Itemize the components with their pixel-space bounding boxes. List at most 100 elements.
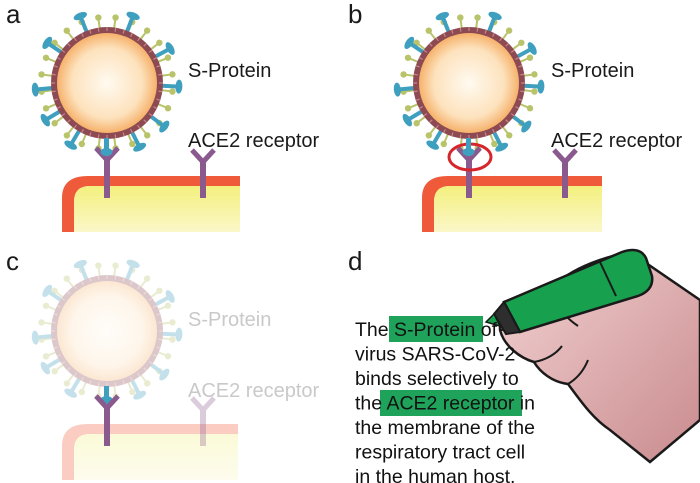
knob-head (404, 105, 412, 112)
envelope-tick (122, 132, 125, 137)
knob-head (425, 27, 432, 34)
knob-head (169, 336, 176, 343)
knob-head (38, 319, 45, 326)
spike-bound (462, 138, 475, 156)
knob-head (474, 14, 481, 21)
ace2-receptor-free (190, 148, 216, 198)
envelope-tick (89, 132, 92, 137)
envelope-tick (51, 73, 56, 76)
envelope-tick (510, 113, 515, 117)
knob-head (38, 336, 45, 343)
knob-head (38, 71, 45, 78)
envelope-tick (156, 65, 161, 68)
knob-head (112, 262, 119, 269)
envelope-tick (73, 372, 77, 377)
envelope-tick (499, 124, 503, 129)
spike-head (31, 330, 39, 345)
envelope-tick (153, 354, 158, 357)
envelope-tick (435, 124, 439, 129)
envelope-tick (130, 32, 133, 37)
envelope-tick (484, 29, 487, 34)
envelope-tick (81, 280, 84, 285)
knob-stalk (139, 277, 148, 288)
envelope-tick (122, 29, 125, 34)
knob-stalk (161, 321, 173, 325)
knob-stalk (97, 265, 101, 277)
knob-head (51, 287, 58, 295)
spike-stalk (154, 294, 172, 307)
knob-head (78, 388, 85, 396)
knob-stalk (150, 363, 161, 372)
spike-stalk (149, 362, 166, 377)
envelope-tick (499, 37, 503, 42)
panel-b: b S-Protein ACE2 receptor (348, 0, 683, 232)
envelope-tick (515, 106, 520, 109)
envelope-tick (158, 90, 163, 93)
envelope-tick (156, 346, 161, 349)
knob-head (169, 88, 176, 95)
envelope-tick (97, 275, 100, 280)
envelope-tick (66, 119, 71, 124)
knob-head (164, 105, 172, 112)
spike-head (73, 11, 87, 21)
envelope-tick (66, 367, 71, 372)
spike-head (426, 140, 439, 150)
envelope-tick (53, 346, 58, 349)
envelope-tick (130, 129, 133, 134)
envelope-tick (520, 90, 525, 93)
ace2-receptor-free (552, 148, 578, 198)
envelope-tick (505, 42, 510, 47)
envelope-tick (143, 119, 148, 124)
text-segment: The (355, 319, 394, 341)
knob-head (129, 140, 136, 148)
envelope-tick (515, 57, 520, 60)
envelope-tick (153, 305, 158, 308)
envelope-tick (89, 277, 92, 282)
text-segment: binds selectively to (355, 368, 519, 390)
spike-stalk (35, 334, 53, 340)
text-segment: of (475, 319, 497, 341)
knob-stalk (41, 321, 53, 325)
knob-head (164, 353, 172, 360)
envelope-tick (484, 132, 487, 137)
spike-head (175, 79, 183, 94)
knob-head (164, 54, 172, 61)
envelope-tick (158, 73, 163, 76)
knob-head (42, 353, 50, 360)
envelope-tick (56, 305, 61, 308)
knob-head (156, 287, 163, 294)
description-line: respiratory tract cell (355, 442, 525, 464)
envelope-tick (143, 42, 148, 47)
knob-stalk (161, 337, 173, 341)
envelope-tick (492, 129, 495, 134)
spike-head (133, 142, 147, 152)
envelope-tick (476, 134, 479, 139)
knob-head (505, 27, 513, 34)
knob-head (531, 88, 538, 95)
envelope-tick (423, 49, 428, 53)
spike-stalk (78, 263, 89, 281)
envelope-tick (518, 65, 523, 68)
knob-stalk (80, 269, 87, 281)
spike-head (64, 388, 77, 398)
text-segment: in the human host. (355, 466, 515, 483)
spike-head (393, 82, 401, 97)
knob-head (51, 120, 58, 127)
spike-head (159, 120, 170, 133)
spike-head (488, 11, 502, 21)
panel-letter-b: b (348, 0, 362, 29)
spike-head (402, 113, 412, 127)
envelope-tick (143, 367, 148, 372)
envelope-tick (153, 57, 158, 60)
knob-head (164, 302, 172, 309)
description-line: binds selectively to (355, 368, 519, 390)
ace2-receptor-label: ACE2 receptor (188, 380, 320, 402)
knob-head (156, 39, 163, 46)
spike-head (42, 36, 53, 49)
spike-head (64, 140, 77, 150)
spike-head (495, 142, 509, 152)
knob-stalk (80, 381, 87, 393)
knob-head (78, 140, 85, 148)
envelope-tick (137, 285, 141, 290)
envelope-tick (428, 42, 433, 47)
